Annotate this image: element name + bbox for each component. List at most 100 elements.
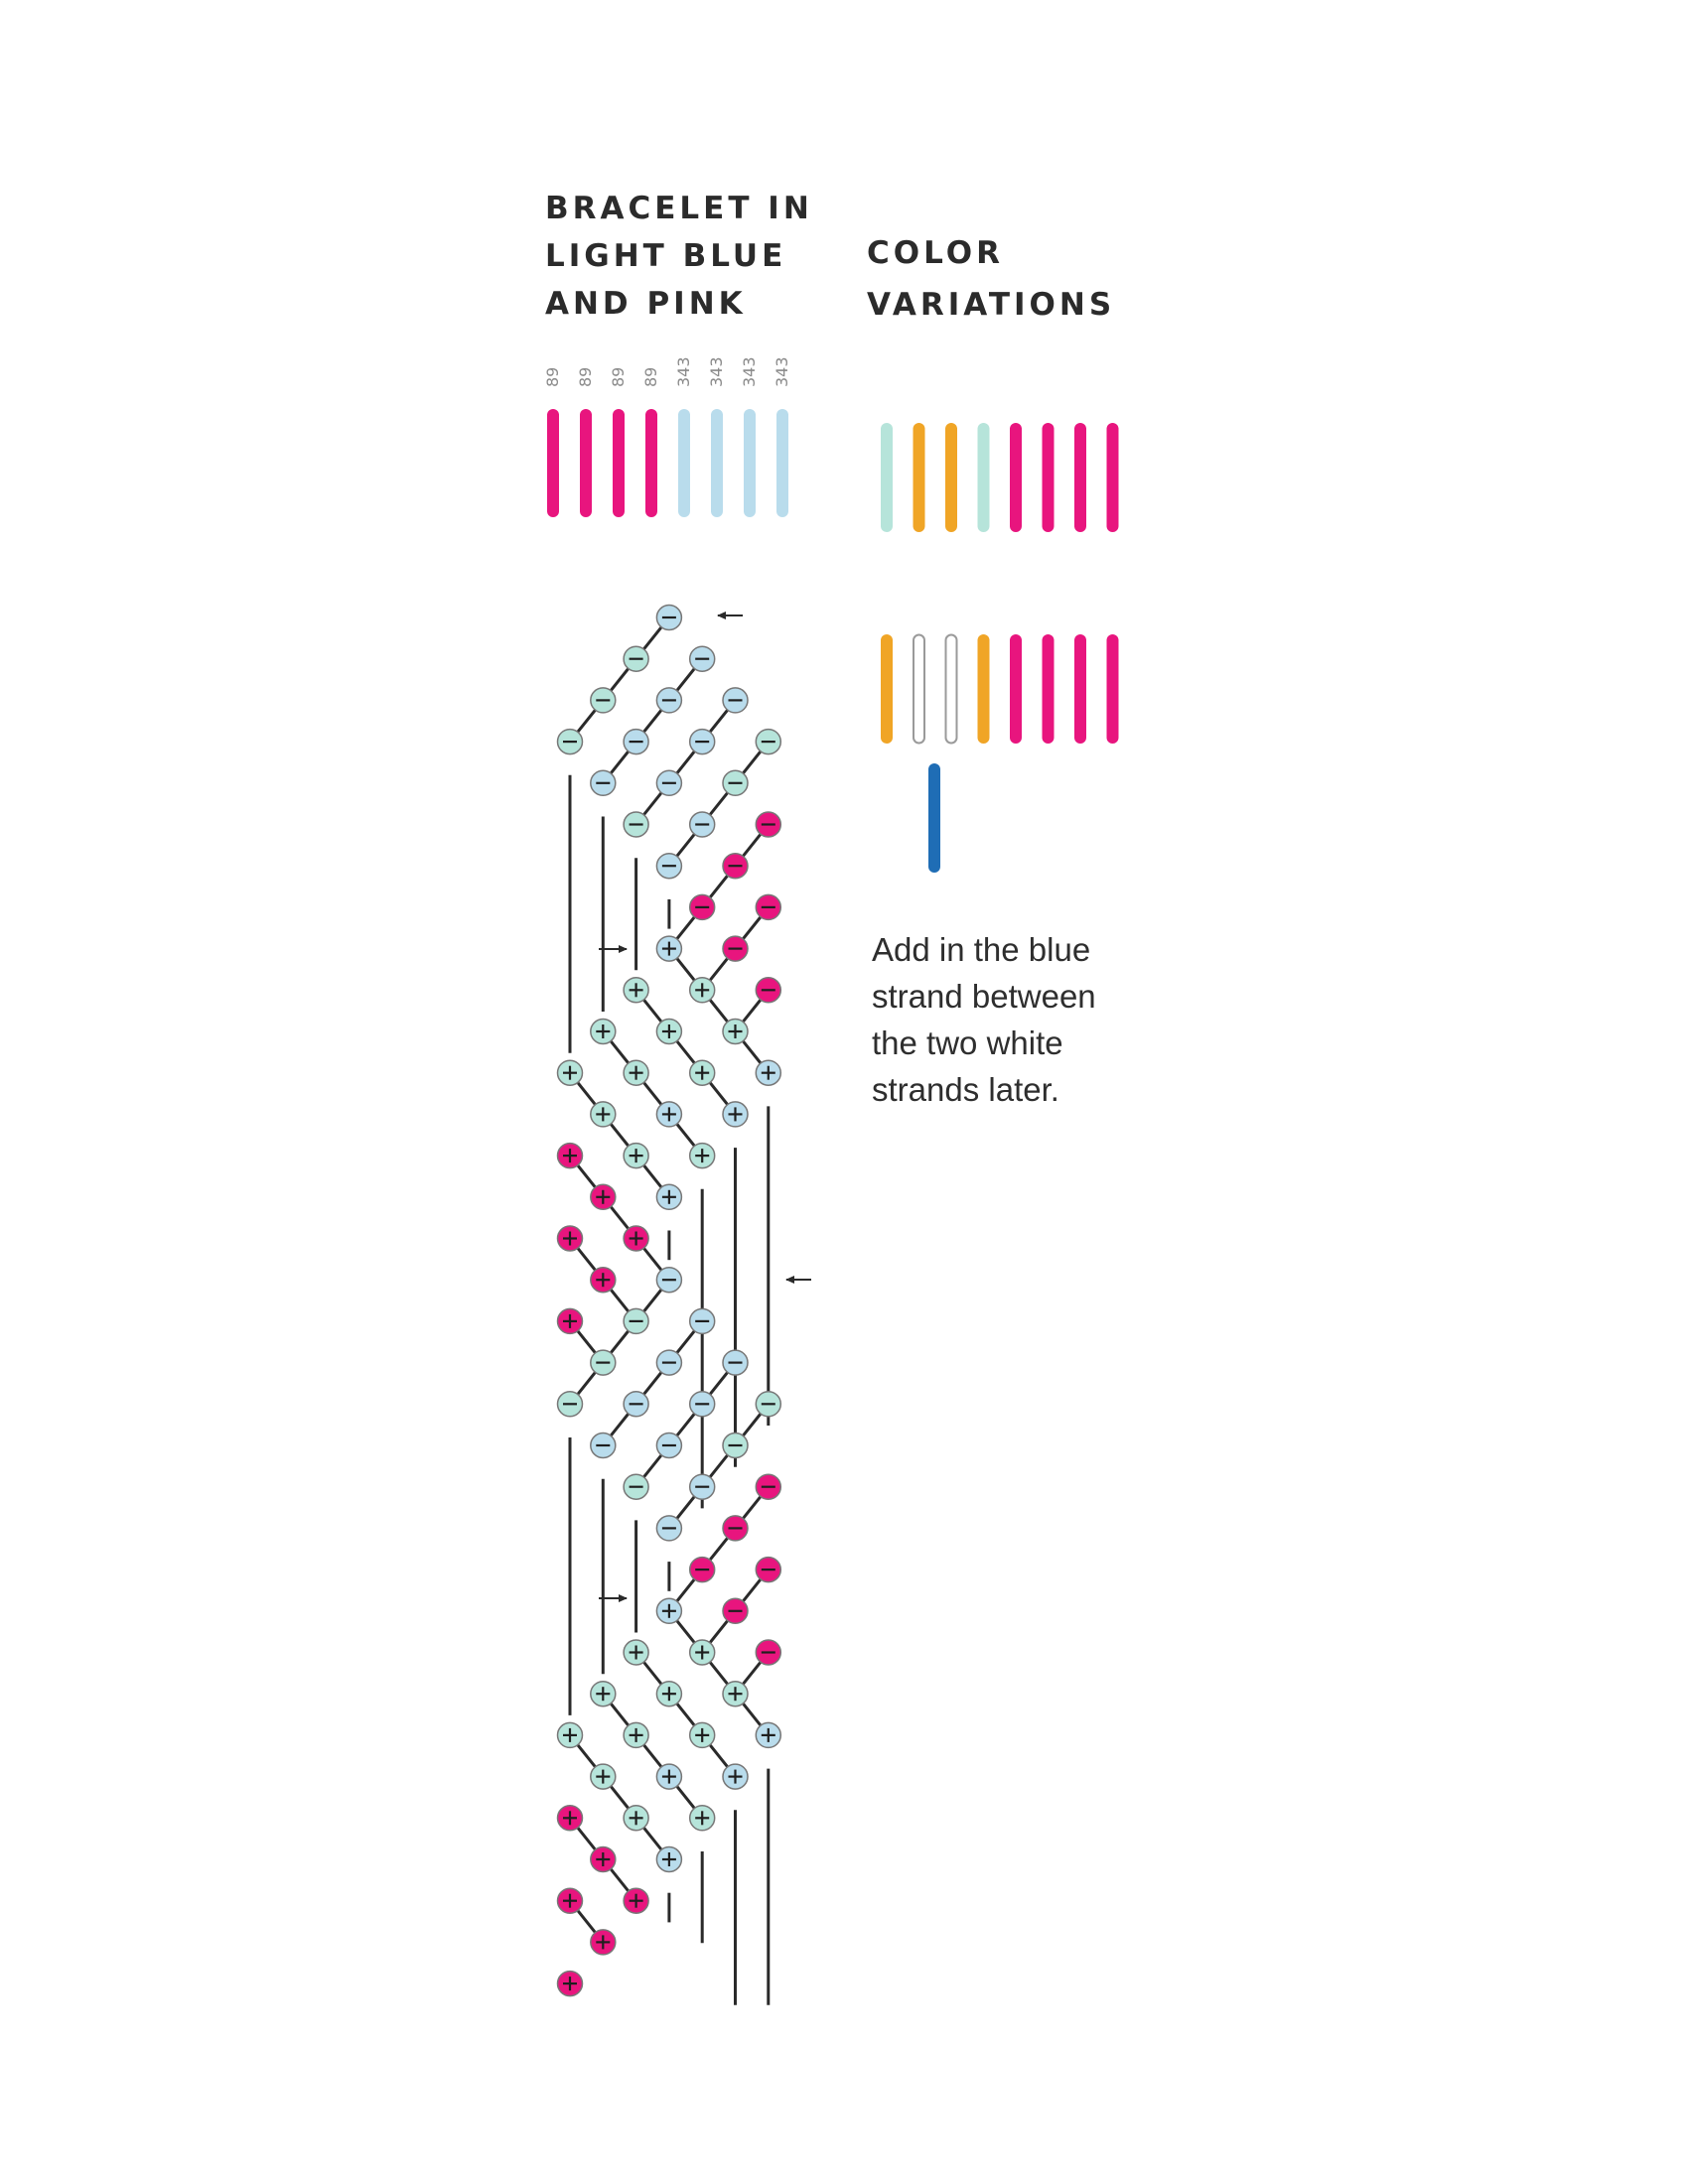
knot	[655, 1018, 683, 1045]
strand-code-label: 89	[609, 367, 628, 387]
knot	[655, 1845, 683, 1873]
title-line: VARIATIONS	[867, 287, 1116, 323]
knot	[755, 1721, 782, 1749]
knot	[755, 1059, 782, 1086]
knot	[623, 1473, 649, 1500]
knot	[722, 1680, 749, 1707]
note-line: the two white	[872, 1024, 1063, 1061]
instruction-note: Add in the blue strand between the two w…	[872, 926, 1096, 1113]
knot	[722, 1018, 749, 1045]
title-line: LIGHT BLUE	[545, 238, 787, 274]
knot	[722, 1763, 749, 1790]
strand-code-label: 343	[740, 356, 759, 387]
knot	[755, 1556, 782, 1583]
strand-code-label: 89	[576, 367, 595, 387]
knot	[722, 1432, 749, 1459]
knot	[556, 728, 584, 755]
note-line: Add in the blue	[872, 931, 1091, 968]
knot	[655, 1680, 683, 1707]
knot	[655, 1183, 683, 1211]
direction-arrows	[599, 612, 811, 1602]
knot	[688, 1059, 716, 1086]
strand-code-label: 343	[674, 356, 693, 387]
knot	[688, 893, 716, 921]
knot	[556, 1887, 584, 1914]
knot	[556, 1805, 584, 1832]
knot	[590, 1845, 617, 1873]
knot	[590, 1349, 617, 1376]
knot	[655, 1597, 683, 1625]
knot	[688, 1556, 716, 1583]
variation-1-swatches	[881, 423, 1119, 532]
knot	[623, 1639, 649, 1666]
knot	[556, 1721, 584, 1749]
knot	[655, 1432, 683, 1459]
knot	[623, 1391, 649, 1418]
knot	[590, 1763, 617, 1790]
strand-code-label: 89	[641, 367, 660, 387]
knot	[722, 1349, 749, 1376]
knot	[590, 1432, 617, 1459]
strand-code-label: 343	[707, 356, 726, 387]
knot	[655, 1101, 683, 1128]
knot	[722, 1101, 749, 1128]
knot	[688, 1721, 716, 1749]
knot	[722, 769, 749, 797]
knot	[755, 811, 782, 838]
knot	[755, 977, 782, 1004]
knot	[688, 1142, 716, 1169]
knot	[623, 977, 649, 1004]
title-line: COLOR	[867, 235, 1004, 271]
knot	[755, 1473, 782, 1500]
knot	[556, 1391, 584, 1418]
variation-2-swatches	[881, 633, 1119, 873]
knot	[556, 1059, 584, 1086]
knot	[623, 1059, 649, 1086]
knot	[722, 935, 749, 962]
main-strand-swatches	[547, 409, 788, 517]
pattern-knots	[556, 604, 782, 1997]
knot	[655, 1349, 683, 1376]
knot	[655, 604, 683, 631]
knot	[655, 852, 683, 880]
knot	[590, 1680, 617, 1707]
knot	[655, 1266, 683, 1294]
knot	[623, 1225, 649, 1252]
knot	[590, 1101, 617, 1128]
knot	[623, 1721, 649, 1749]
note-line: strand between	[872, 978, 1096, 1015]
knot	[755, 1391, 782, 1418]
knot	[556, 1142, 584, 1169]
strand-code-label: 343	[773, 356, 791, 387]
color-variations-title: COLOR VARIATIONS	[867, 227, 1115, 331]
knot	[755, 893, 782, 921]
knot	[623, 1805, 649, 1832]
knot	[655, 687, 683, 714]
knot	[655, 1763, 683, 1790]
knot	[556, 1307, 584, 1335]
knot	[722, 1597, 749, 1625]
knot	[623, 728, 649, 755]
note-line: strands later.	[872, 1071, 1059, 1108]
knot	[590, 1018, 617, 1045]
knot	[755, 1639, 782, 1666]
knot	[623, 645, 649, 672]
knot	[688, 728, 716, 755]
title-line: BRACELET IN	[545, 191, 813, 226]
knot	[623, 1142, 649, 1169]
knot	[556, 1225, 584, 1252]
knot	[655, 769, 683, 797]
knot	[755, 728, 782, 755]
knot	[590, 1266, 617, 1294]
pattern-connectors	[568, 616, 771, 2005]
knot	[722, 1515, 749, 1542]
knot	[556, 1970, 584, 1997]
title-line: AND PINK	[545, 286, 747, 322]
knot	[722, 852, 749, 880]
knot	[655, 1515, 683, 1542]
knot	[623, 811, 649, 838]
knot	[688, 1307, 716, 1335]
knot	[655, 935, 683, 962]
